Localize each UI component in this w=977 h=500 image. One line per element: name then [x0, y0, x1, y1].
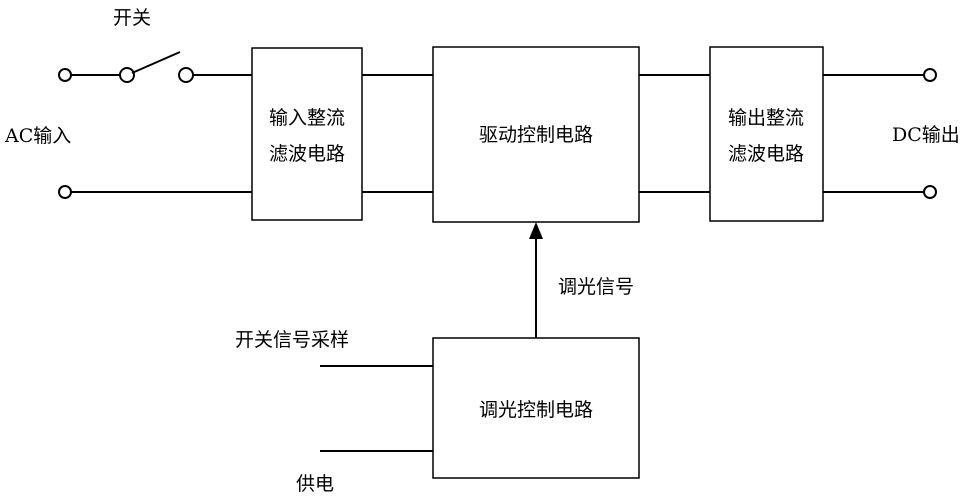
- ac-input-terminal-top: [58, 68, 72, 82]
- input-filter-label-line1: 输入整流: [269, 107, 345, 129]
- switch-signal-sampling-label: 开关信号采样: [235, 329, 349, 351]
- switch-contact-right: [178, 67, 194, 83]
- dimming-signal-label: 调光信号: [558, 276, 634, 298]
- output-rectify-filter-block: [709, 46, 824, 222]
- dimming-signal-arrowhead: [529, 222, 543, 239]
- ac-input-terminal-bottom: [58, 185, 72, 199]
- output-filter-label-line2: 滤波电路: [728, 143, 804, 165]
- input-rectify-filter-block: [251, 47, 363, 221]
- ac-input-label: AC输入: [4, 125, 71, 147]
- dc-output-terminal-bottom: [923, 185, 937, 199]
- power-supply-label: 供电: [296, 473, 334, 495]
- output-filter-label-line1: 输出整流: [728, 107, 804, 129]
- dimming-control-block: [432, 337, 640, 479]
- switch-label: 开关: [113, 7, 151, 29]
- dc-output-terminal-top: [923, 68, 937, 82]
- driver-control-block: [432, 46, 640, 223]
- switch-blade: [131, 51, 181, 74]
- input-filter-label-line2: 滤波电路: [269, 143, 345, 165]
- driver-control-label: 驱动控制电路: [479, 124, 593, 146]
- dimming-control-label: 调光控制电路: [479, 399, 593, 421]
- switch-contact-left: [119, 67, 135, 83]
- dc-output-label: DC输出: [892, 124, 960, 146]
